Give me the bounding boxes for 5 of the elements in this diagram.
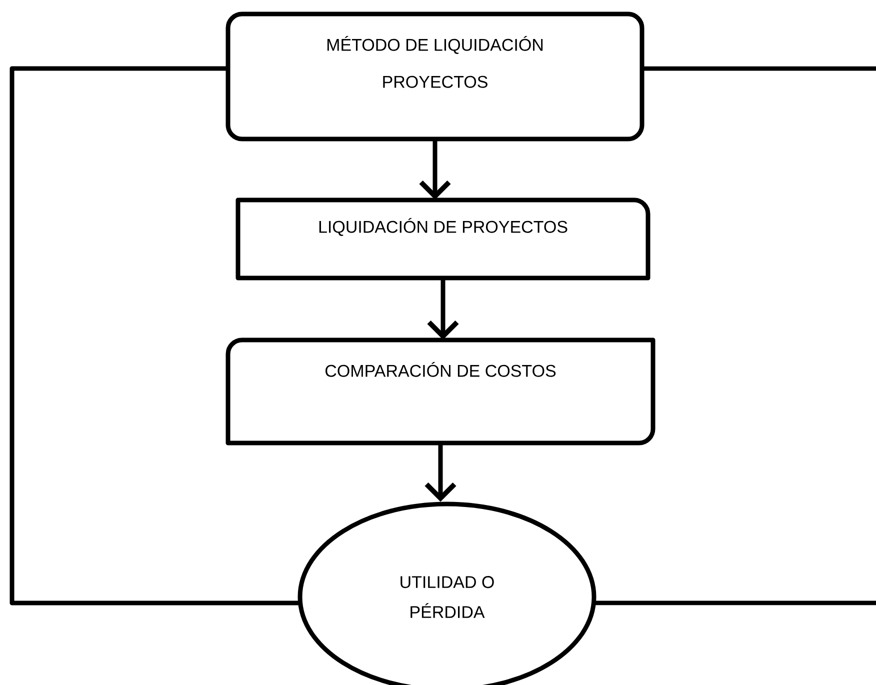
process-box: LIQUIDACIÓN DE PROYECTOS	[236, 198, 650, 280]
process-box: COMPARACIÓN DE COSTOS	[226, 338, 656, 446]
connector-line	[10, 66, 299, 606]
connector-line	[595, 66, 876, 606]
process-box: MÉTODO DE LIQUIDACIÓN PROYECTOS	[226, 12, 644, 142]
